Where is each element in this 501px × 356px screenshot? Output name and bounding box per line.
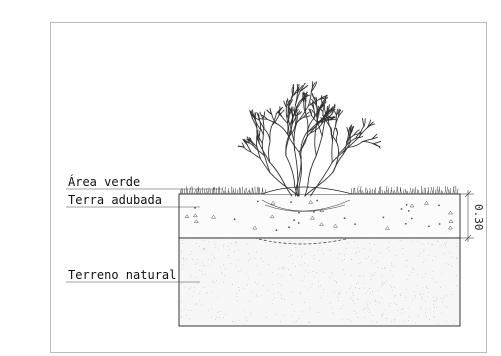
root-ball	[264, 204, 346, 212]
depth-value: 0.30	[472, 204, 485, 231]
root-ball-base	[261, 199, 351, 212]
label-area-verde: Área verde	[66, 174, 222, 190]
label-text-terreno-natural: Terreno natural	[68, 268, 176, 282]
label-terreno-natural: Terreno natural	[66, 268, 200, 283]
shrub-illustration	[237, 81, 382, 197]
amended-soil-layer	[178, 193, 461, 239]
soil-section	[178, 185, 461, 327]
label-terra-adubada: Terra adubada	[66, 193, 200, 208]
label-text-terra-adubada: Terra adubada	[68, 193, 162, 207]
layer-boundary	[179, 237, 460, 245]
natural-ground-layer	[178, 237, 461, 327]
soil-speckles	[180, 199, 458, 325]
depth-dimension: 0.30	[460, 190, 485, 242]
label-text-area-verde: Área verde	[68, 174, 140, 189]
